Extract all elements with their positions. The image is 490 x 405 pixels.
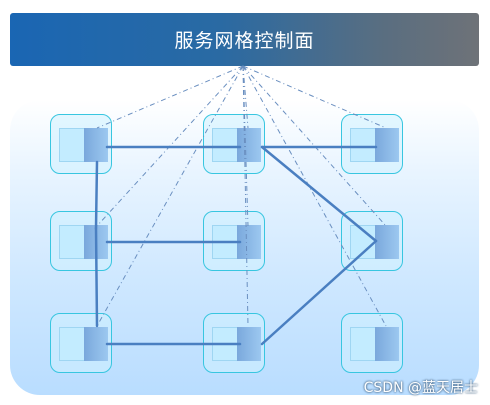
sidecar-proxy bbox=[237, 128, 261, 162]
control-link bbox=[242, 65, 249, 129]
control-plane-banner: 服务网格控制面 bbox=[10, 13, 479, 66]
sidecar-proxy bbox=[375, 327, 399, 361]
control-link bbox=[242, 65, 249, 327]
service-node-r2c1 bbox=[50, 211, 112, 271]
control-link bbox=[242, 65, 387, 129]
service-node-r3c3 bbox=[341, 313, 403, 373]
control-links bbox=[96, 65, 387, 327]
mesh-links bbox=[94, 145, 378, 346]
sidecar-proxy bbox=[375, 128, 399, 162]
mesh-link bbox=[260, 239, 378, 346]
control-link bbox=[242, 65, 387, 327]
sidecar-proxy bbox=[375, 225, 399, 259]
control-link bbox=[96, 65, 244, 327]
control-link bbox=[96, 65, 244, 129]
mesh-link bbox=[260, 145, 378, 243]
service-box bbox=[59, 327, 85, 361]
service-box bbox=[59, 128, 85, 162]
service-node-r1c1 bbox=[50, 114, 112, 174]
sidecar-proxy bbox=[84, 128, 108, 162]
service-node-r3c1 bbox=[50, 313, 112, 373]
watermark: CSDN @蓝天居士 bbox=[363, 380, 478, 396]
mesh-link bbox=[94, 160, 99, 230]
service-node-r1c3 bbox=[341, 114, 403, 174]
mesh-link bbox=[94, 226, 99, 328]
sidecar-proxy bbox=[84, 327, 108, 361]
control-plane-title: 服务网格控制面 bbox=[174, 30, 315, 52]
service-node-r1c2 bbox=[203, 114, 265, 174]
